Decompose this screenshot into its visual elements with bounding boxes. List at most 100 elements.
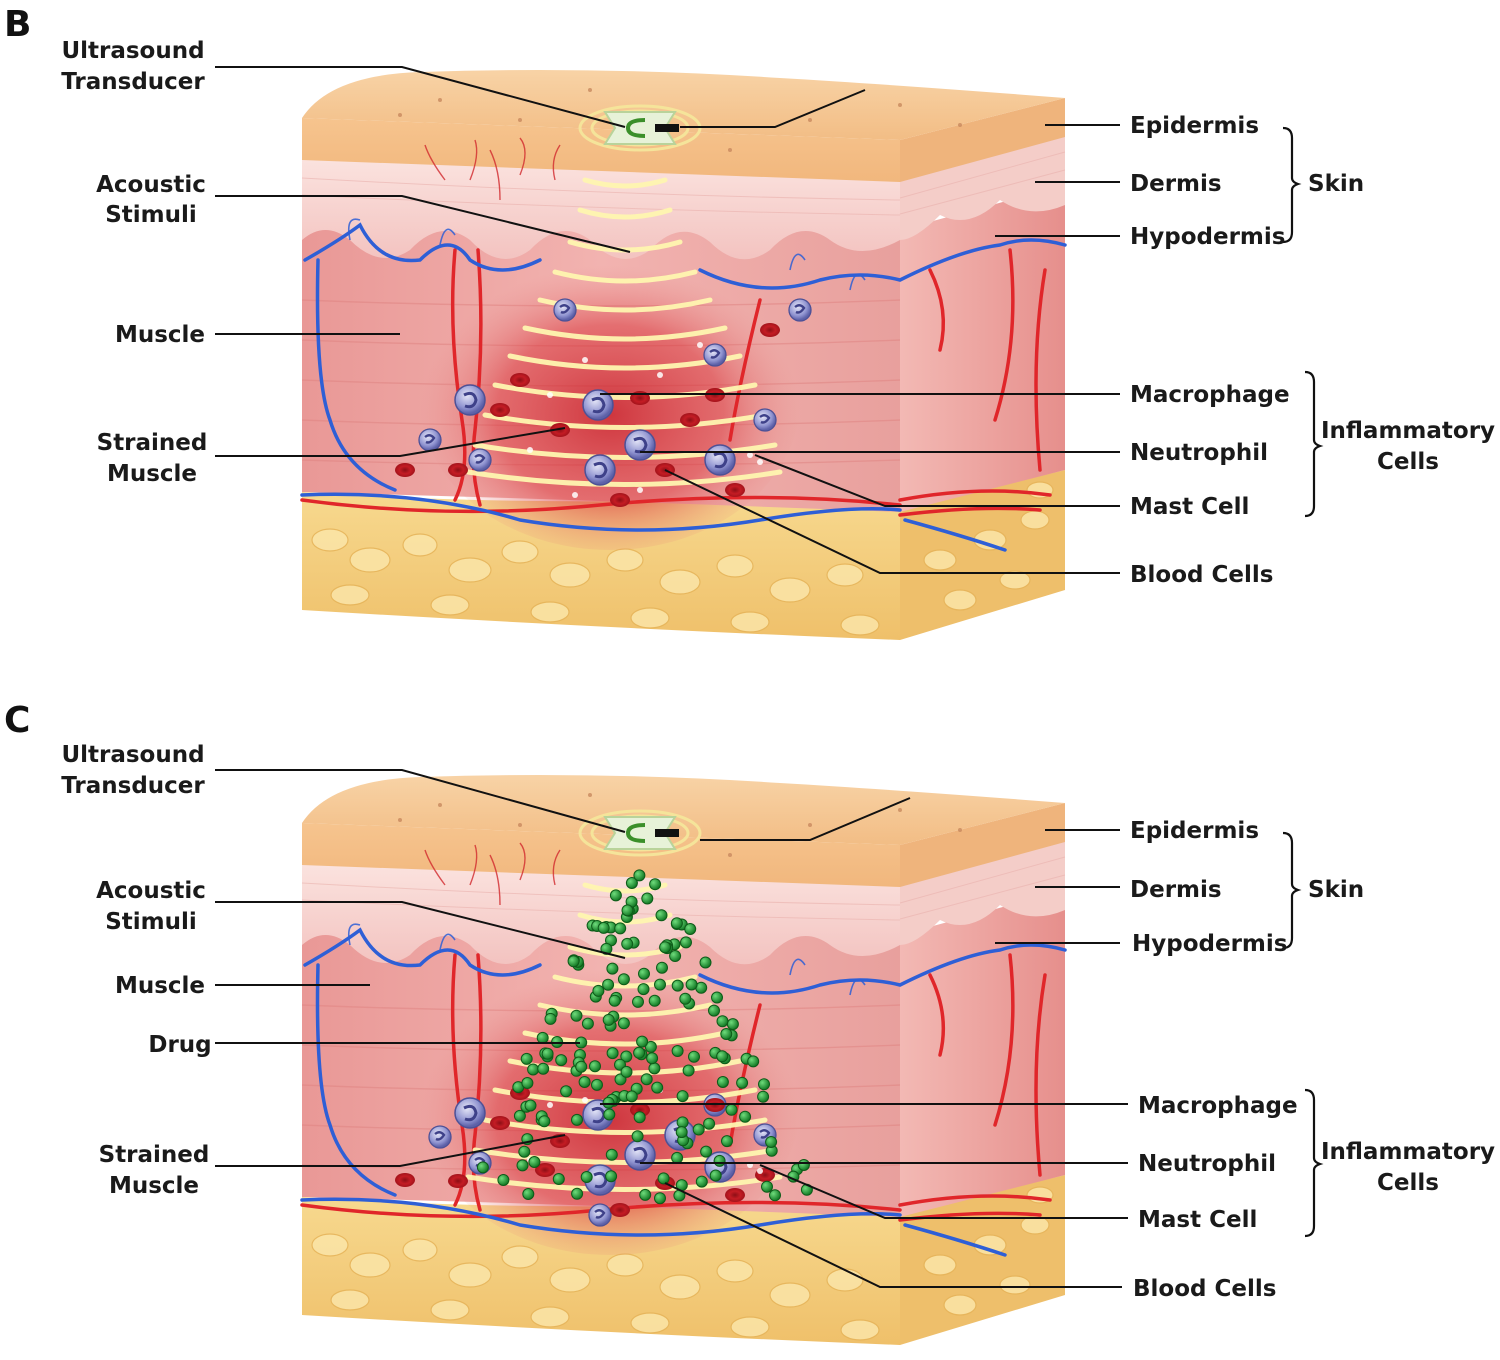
label-strained-muscle-line2: Muscle xyxy=(109,1173,199,1199)
label-ultrasound-transducer-line1: Ultrasound xyxy=(61,38,204,64)
drug-particle xyxy=(709,1169,722,1182)
label-acoustic-stimuli-line2: Stimuli xyxy=(105,202,197,228)
drug-particle xyxy=(671,979,684,992)
label-mast-cell: Mast Cell xyxy=(1130,494,1249,520)
label-neutrophil: Neutrophil xyxy=(1130,440,1268,466)
drug-particle xyxy=(761,1180,773,1193)
drug-particle xyxy=(625,1090,638,1103)
drug-particle xyxy=(592,984,605,997)
drug-particle xyxy=(633,1046,646,1059)
label-macrophage: Macrophage xyxy=(1130,382,1290,408)
label-ultrasound-transducer-line2: Transducer xyxy=(61,69,205,95)
drug-particle xyxy=(575,1060,588,1073)
drug-particle xyxy=(497,1174,510,1186)
drug-particle xyxy=(675,1126,688,1139)
drug-particle xyxy=(632,995,644,1008)
drug-particle xyxy=(606,962,619,975)
drug-particle xyxy=(536,1031,549,1044)
drug-particle xyxy=(649,878,662,891)
panel-letter-c: C xyxy=(4,700,30,741)
drug-particle xyxy=(713,1154,726,1167)
label-strained-muscle-line1: Strained xyxy=(97,430,208,456)
drug-particle xyxy=(676,1090,689,1103)
drug-particle xyxy=(631,1130,644,1143)
drug-particle xyxy=(602,978,615,991)
panel-c: C xyxy=(4,700,1495,1347)
drug-particle xyxy=(797,1159,810,1171)
drug-particle xyxy=(609,889,622,902)
drug-particle xyxy=(700,1145,713,1158)
drug-particle xyxy=(522,1188,535,1200)
label-skin: Skin xyxy=(1308,877,1364,903)
drug-particle xyxy=(597,921,610,934)
leader-lines xyxy=(215,66,1120,574)
panel-letter-b: B xyxy=(4,4,31,45)
drug-particle xyxy=(608,994,621,1007)
drug-particle xyxy=(671,1151,684,1164)
leader-lines xyxy=(215,769,1128,1288)
drug-particle xyxy=(621,937,634,950)
drug-particle xyxy=(633,1111,646,1124)
label-ultrasound-transducer-line2: Transducer xyxy=(61,773,205,799)
drug-particle xyxy=(638,967,650,980)
label-acoustic-stimuli-line1: Acoustic xyxy=(96,172,206,198)
drug-particle xyxy=(537,1062,550,1075)
drug-particle xyxy=(721,1135,733,1148)
label-muscle: Muscle xyxy=(115,973,205,999)
drug-particle xyxy=(560,1085,573,1098)
label-dermis: Dermis xyxy=(1130,877,1222,903)
drug-particle xyxy=(651,1081,664,1094)
drug-particle xyxy=(476,1161,489,1174)
drug-particle xyxy=(581,1017,594,1030)
tissue-block xyxy=(300,68,1067,642)
drug-particle xyxy=(521,1077,534,1089)
drug-particle xyxy=(617,1017,630,1030)
drug-particle xyxy=(637,983,650,996)
label-epidermis: Epidermis xyxy=(1130,818,1259,844)
label-inflammatory-cells-line2: Cells xyxy=(1377,449,1439,475)
drug-particle xyxy=(544,1012,557,1025)
drug-particle xyxy=(617,973,630,986)
label-inflammatory-cells-line1: Inflammatory xyxy=(1321,418,1495,444)
drug-particle xyxy=(708,1004,720,1017)
drug-particle xyxy=(720,1028,733,1040)
drug-particle xyxy=(571,1113,583,1126)
drug-particle xyxy=(614,922,627,935)
drug-particle xyxy=(527,1063,540,1076)
panel-b: B xyxy=(4,4,1495,642)
drug-particle xyxy=(570,1009,583,1022)
drug-particle xyxy=(682,1064,695,1077)
drug-particle xyxy=(657,1172,670,1185)
drug-particle xyxy=(580,1171,593,1183)
drug-particle xyxy=(716,1076,729,1088)
label-blood-cells: Blood Cells xyxy=(1130,562,1273,588)
label-hypodermis: Hypodermis xyxy=(1130,224,1285,250)
label-mast-cell: Mast Cell xyxy=(1138,1207,1257,1233)
label-acoustic-stimuli-line2: Stimuli xyxy=(105,909,197,935)
drug-particle xyxy=(688,1050,700,1063)
drug-particle xyxy=(633,869,646,882)
drug-particle xyxy=(567,955,580,968)
drug-particle xyxy=(621,904,634,917)
drug-particle xyxy=(684,923,697,935)
drug-particle xyxy=(591,1078,603,1091)
drug-particle xyxy=(716,1050,729,1063)
drug-particle xyxy=(524,1099,537,1112)
label-blood-cells: Blood Cells xyxy=(1133,1276,1276,1302)
drug-particle xyxy=(605,1148,618,1161)
drug-particle xyxy=(716,1015,729,1028)
drug-particle xyxy=(695,1175,708,1188)
braces xyxy=(1282,126,1324,518)
drug-particle xyxy=(639,1188,652,1201)
drug-particle xyxy=(699,956,712,969)
label-inflammatory-cells-line1: Inflammatory xyxy=(1321,1139,1495,1165)
tissue-block xyxy=(300,773,1067,1347)
label-neutrophil: Neutrophil xyxy=(1138,1151,1276,1177)
drug-particle xyxy=(654,978,666,991)
drug-particle xyxy=(739,1110,752,1123)
drug-particle xyxy=(589,1060,601,1073)
drug-particle xyxy=(555,1054,568,1067)
drug-particle xyxy=(671,1045,684,1057)
label-acoustic-stimuli-line1: Acoustic xyxy=(96,878,206,904)
